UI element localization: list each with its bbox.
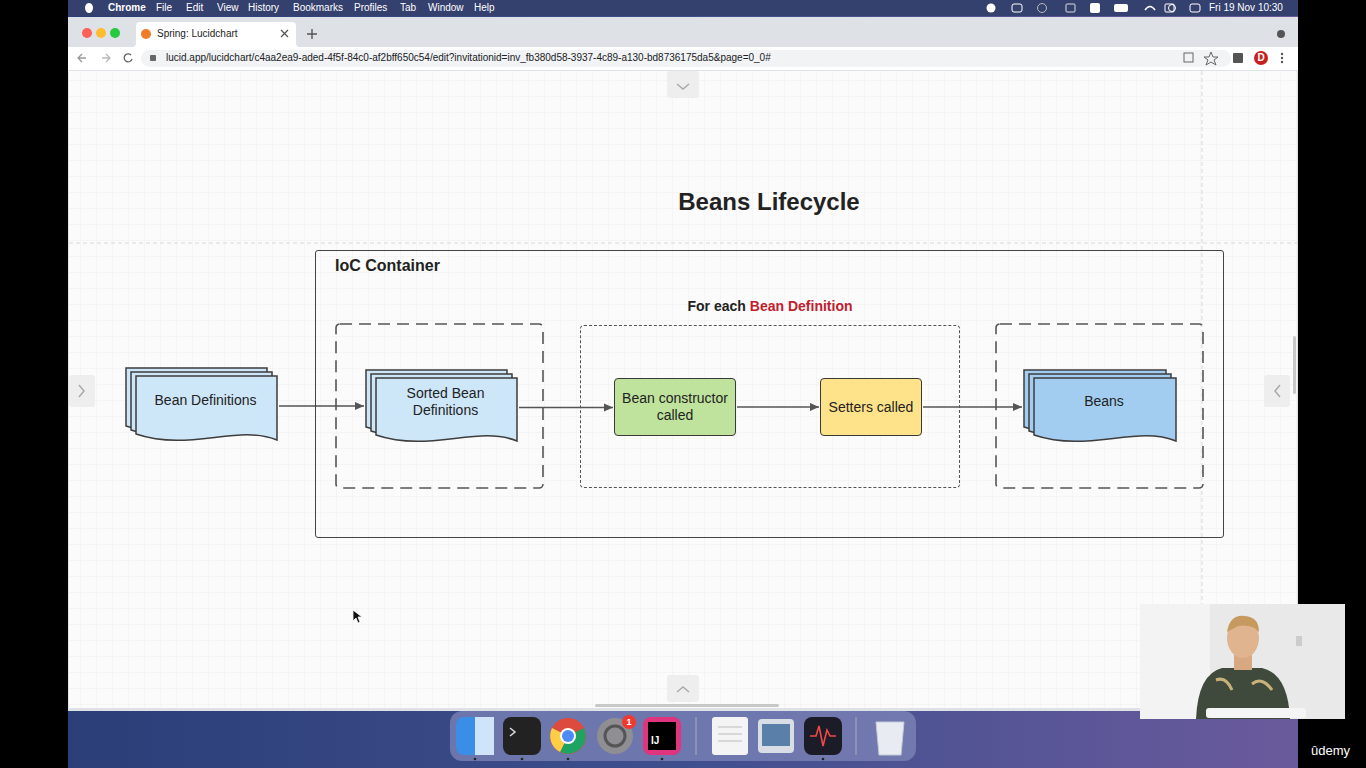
document-sheet [376,378,517,441]
process-label: Bean constructor called [619,390,731,424]
document-stack: Beans [1023,369,1177,446]
flow-arrow [519,407,613,408]
document-label: Beans [1039,378,1169,425]
document-sheet [1034,378,1176,441]
flow-arrow [279,405,364,406]
menu-item: View [217,2,239,14]
menu-item: History [248,2,279,14]
watermark: ûdemy [1311,743,1350,759]
menu-item: File [156,2,172,14]
menu-item: Edit [186,2,203,14]
container-heading: IoC Container [335,257,440,275]
flow-arrow [923,406,1022,407]
diagram-title: Beans Lifecycle [569,187,969,217]
group-heading: For each Bean Definition [580,297,960,315]
document-label: Bean Definitions [141,376,270,424]
url-text: lucid.app/lucidchart/c4aa2ea9-aded-4f5f-… [166,52,771,64]
app-icon-letters: IJ [651,735,659,747]
flow-arrow [737,406,819,407]
document-label: Sorted Bean Definitions [381,378,510,425]
clock: Fri 19 Nov 10:30 [1209,2,1283,14]
profile-initial: D [1254,52,1268,64]
menu-item: Profiles [354,2,387,14]
menu-item: Tab [400,2,416,14]
menu-item: Bookmarks [293,2,343,14]
process-label: Setters called [829,399,914,416]
menu-app-name: Chrome [108,2,146,14]
loop-group: For each Bean DefinitionBean constructor … [580,294,960,488]
tab-title: Spring: Lucidchart [157,28,238,40]
menu-item: Help [474,2,495,14]
group-heading-text: For each [687,298,745,314]
process-box: Setters called [820,378,922,436]
document-stack: Bean Definitions [125,367,278,445]
badge-count: 1 [622,716,636,728]
document-sheet [136,376,277,440]
document-stack: Sorted Bean Definitions [365,369,518,446]
menu-item: Window [428,2,464,14]
container-box: IoC ContainerSorted Bean Definitions For … [315,250,1224,538]
group-heading-highlight: Bean Definition [750,298,853,314]
process-box: Bean constructor called [614,378,736,436]
